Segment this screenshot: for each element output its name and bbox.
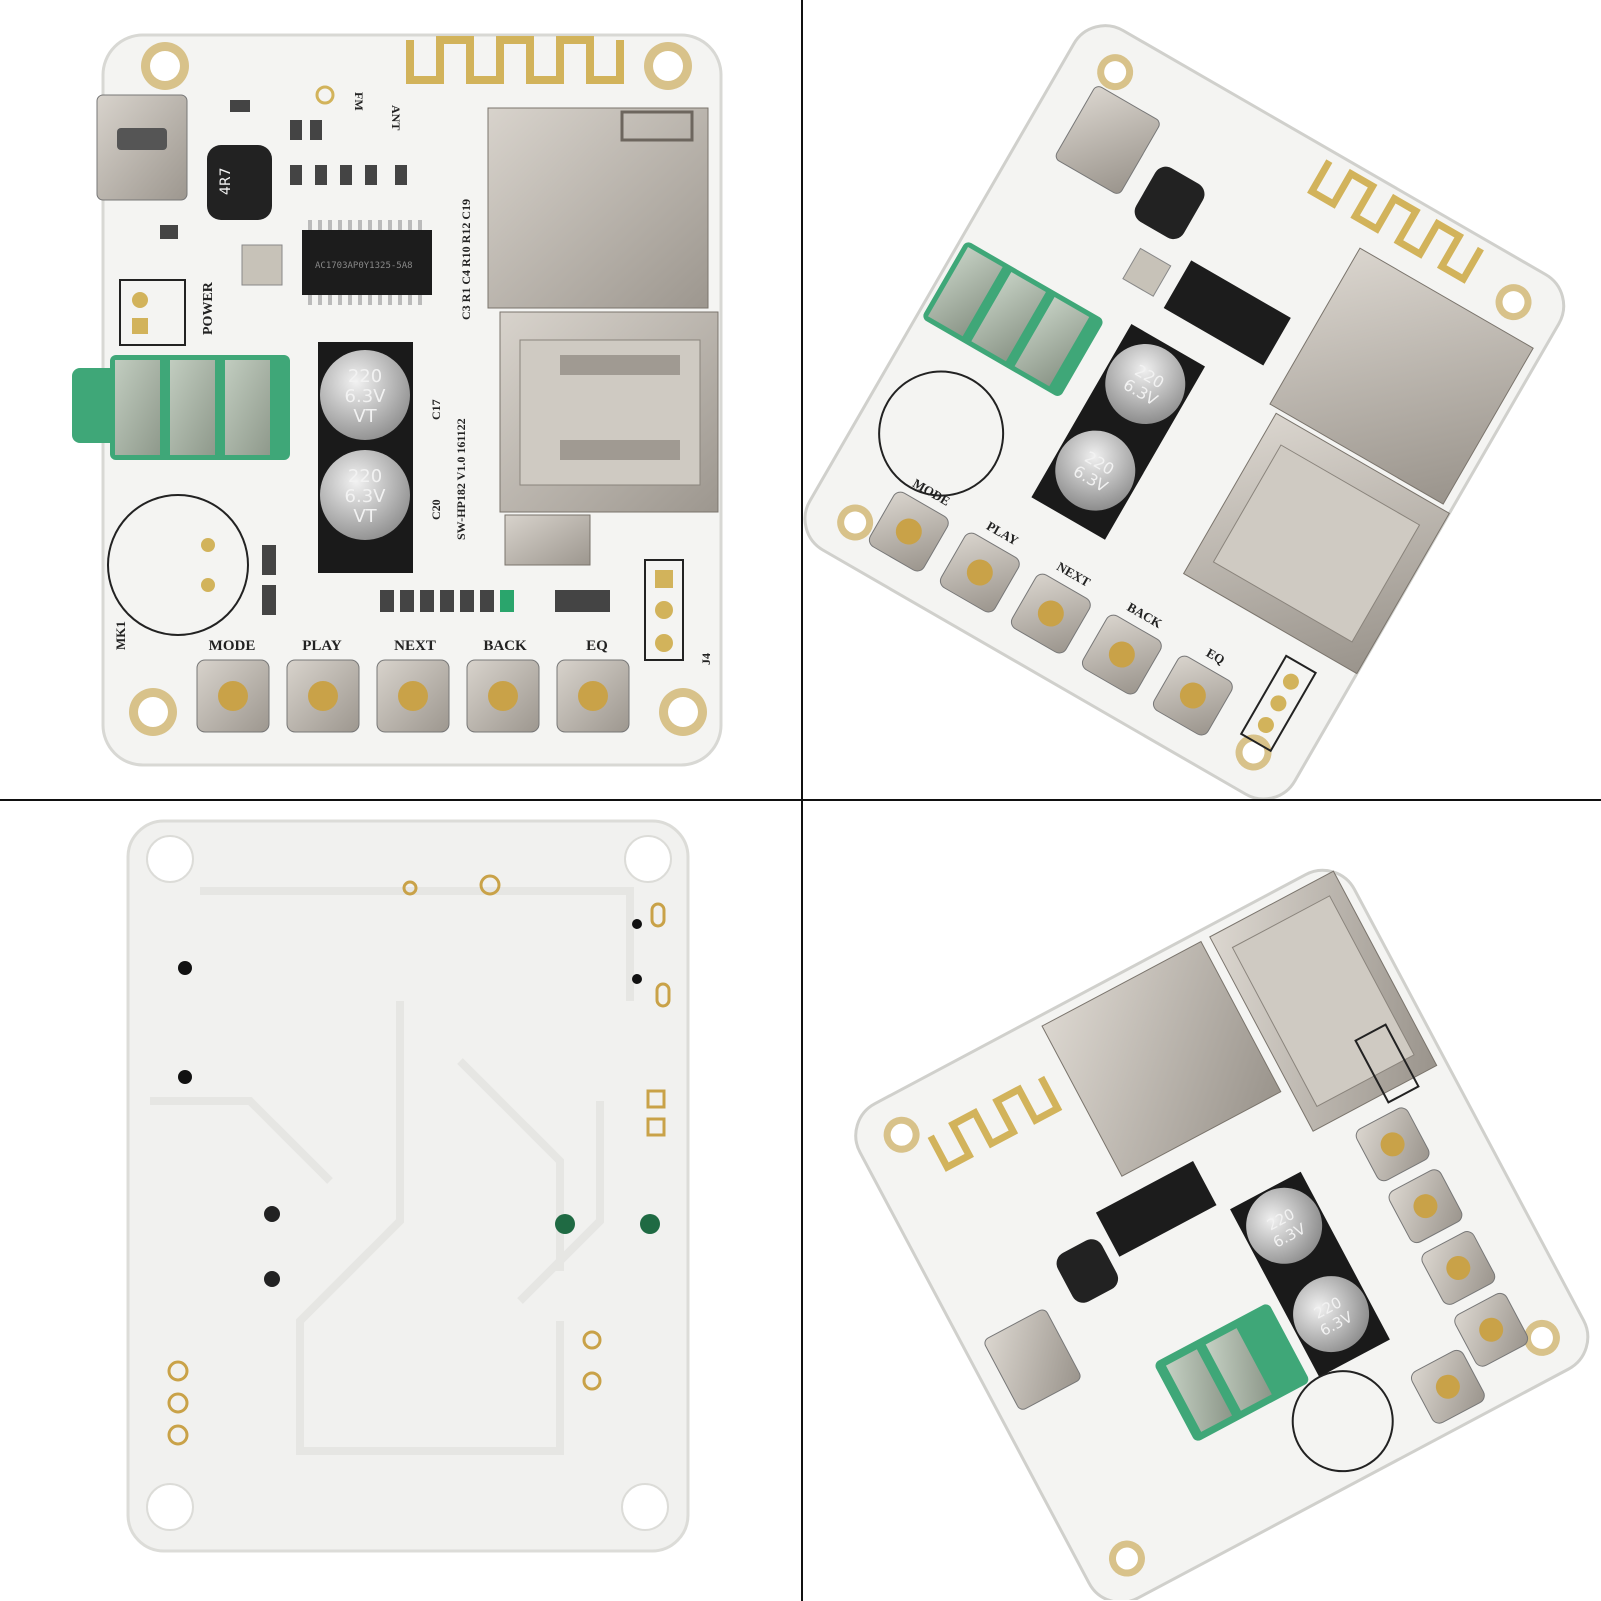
back-label: BACK bbox=[483, 638, 527, 654]
chip-marking: AC1703AP0Y1325-5A8 bbox=[315, 261, 413, 271]
cap-voltage: 6.3V bbox=[345, 386, 387, 407]
sd-card-slot bbox=[1041, 940, 1282, 1177]
angled-view-board: 220 6.3V 220 6.3V MODE PLAY NEXT BA bbox=[803, 24, 1566, 799]
power-label: POWER bbox=[201, 281, 216, 335]
svg-text:VT: VT bbox=[353, 506, 377, 527]
eq-button bbox=[556, 659, 630, 733]
fm-label: FM bbox=[352, 92, 366, 111]
front-view-panel: 4R7 AC1703AP0Y1325-5A8 POWER bbox=[0, 0, 800, 799]
power-pad bbox=[132, 318, 148, 334]
angled-view-panel: 220 6.3V 220 6.3V MODE PLAY NEXT BA bbox=[803, 0, 1601, 799]
inductor bbox=[1056, 1239, 1119, 1303]
j4-header bbox=[644, 559, 684, 661]
svg-text:6.3V: 6.3V bbox=[345, 486, 387, 507]
electrolytic-capacitor: 220 6.3V VT bbox=[318, 445, 413, 573]
svg-text:220: 220 bbox=[348, 466, 382, 487]
cap-value: 220 bbox=[348, 366, 382, 387]
mount-holes bbox=[146, 835, 672, 1531]
power-pad-outline bbox=[119, 279, 186, 346]
inductor-label: 4R7 bbox=[218, 167, 234, 195]
mode-label: MODE bbox=[209, 638, 256, 654]
antenna-trace bbox=[927, 1075, 1063, 1172]
j4-header bbox=[1354, 1023, 1420, 1104]
tactile-buttons bbox=[868, 491, 1233, 736]
ant-label: ANT bbox=[389, 105, 403, 130]
inductor bbox=[1134, 166, 1205, 240]
mk1-label: MK1 bbox=[113, 621, 128, 650]
main-chip bbox=[1095, 1160, 1217, 1257]
antenna-trace bbox=[406, 36, 624, 84]
back-view-board bbox=[126, 819, 690, 1553]
angled-view-panel-2: 220 6.3V 220 6.3V bbox=[803, 801, 1601, 1600]
sd-card-slot bbox=[1269, 247, 1534, 505]
front-view-board: 4R7 AC1703AP0Y1325-5A8 POWER bbox=[72, 33, 723, 767]
play-label: PLAY bbox=[302, 638, 342, 654]
cap-series: VT bbox=[353, 406, 377, 427]
electrolytic-capacitor: 220 6.3V VT bbox=[318, 342, 413, 450]
j4-label: J4 bbox=[699, 653, 713, 665]
play-button bbox=[286, 659, 360, 733]
next-button bbox=[376, 659, 450, 733]
copper-traces bbox=[150, 887, 634, 1455]
tactile-buttons bbox=[1355, 1107, 1529, 1424]
j4-header bbox=[1239, 654, 1318, 753]
led-row bbox=[262, 545, 610, 615]
main-chip bbox=[1163, 260, 1291, 366]
angled-view-board-2: 220 6.3V 220 6.3V bbox=[854, 868, 1590, 1600]
microphone-outline bbox=[878, 370, 1005, 497]
c17-label: C17 bbox=[429, 399, 443, 420]
sd-card-slot bbox=[487, 107, 709, 309]
power-pad bbox=[132, 292, 148, 308]
board-id-label: SW-HP182 V1.0 161122 bbox=[454, 418, 468, 540]
back-button bbox=[466, 659, 540, 733]
crystal-x1 bbox=[241, 244, 283, 286]
chip-pins bbox=[308, 220, 422, 305]
main-chip bbox=[302, 230, 432, 295]
through-holes bbox=[167, 874, 671, 1446]
inductor bbox=[207, 145, 272, 220]
c20-label: C20 bbox=[429, 499, 443, 520]
eq-label: EQ bbox=[586, 638, 608, 654]
smd-components bbox=[160, 100, 407, 239]
pcb-board bbox=[854, 868, 1590, 1600]
mode-button bbox=[196, 659, 270, 733]
microphone-outline bbox=[1291, 1370, 1394, 1473]
horizontal-divider bbox=[0, 799, 1601, 801]
next-label: NEXT bbox=[394, 638, 436, 654]
pcb-board-back bbox=[126, 819, 690, 1553]
microphone-outline bbox=[107, 494, 249, 636]
mount-holes bbox=[129, 42, 707, 736]
micro-usb-connector bbox=[1055, 86, 1160, 194]
micro-usb-connector bbox=[984, 1309, 1081, 1410]
back-view-panel bbox=[0, 801, 800, 1600]
right-labels: C3 R1 C4 R10 R12 C19 bbox=[459, 199, 473, 320]
antenna-trace bbox=[1307, 159, 1484, 284]
